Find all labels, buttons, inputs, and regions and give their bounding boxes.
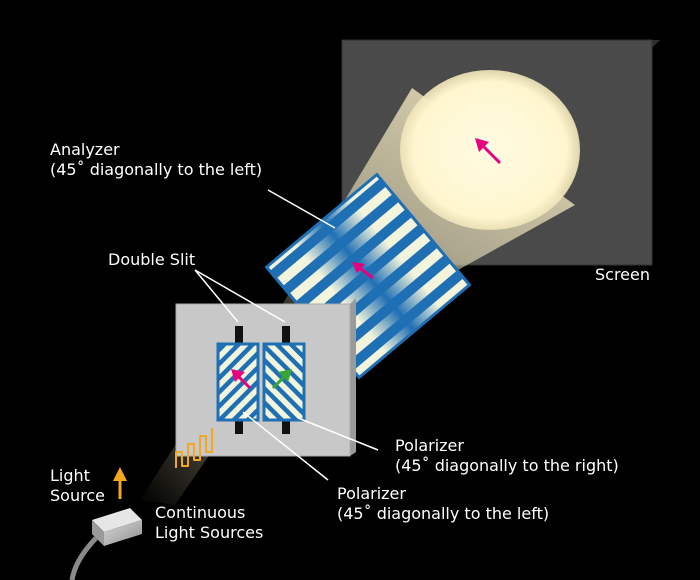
analyzer-arrowhead bbox=[352, 262, 365, 273]
analyzer-leader-line bbox=[267, 189, 336, 229]
up-arrowhead bbox=[113, 467, 127, 481]
light-source-label-line2: Source bbox=[50, 486, 105, 505]
continuous-sources-label: Continuous Light Sources bbox=[155, 503, 263, 543]
screen-arrowhead bbox=[475, 138, 489, 152]
polarizer-right-leader-line bbox=[297, 417, 379, 451]
double-slit-leader-left bbox=[194, 269, 239, 323]
polarizer-left-leader-line bbox=[242, 411, 329, 481]
polarizer-right-label-line1: Polarizer bbox=[395, 436, 464, 455]
polarizer-left-arrowhead bbox=[231, 369, 245, 382]
screen-label: Screen bbox=[595, 265, 651, 284]
polarizer-left-filter bbox=[216, 342, 260, 422]
wave-icon bbox=[175, 428, 213, 468]
analyzer-label-line1: Analyzer bbox=[50, 140, 120, 159]
analyzer-label: Analyzer (45˚ diagonally to the left) bbox=[50, 140, 262, 180]
polarizer-left-label-line2: (45˚ diagonally to the left) bbox=[337, 504, 550, 523]
light-source-device-icon bbox=[69, 508, 142, 580]
light-source-label: Light Source bbox=[50, 466, 105, 506]
polarizer-right-filter bbox=[262, 342, 306, 422]
polarizer-right-arrowhead bbox=[278, 369, 292, 382]
polarizer-right-label: Polarizer (45˚ diagonally to the right) bbox=[395, 436, 619, 476]
screen-light-spot bbox=[400, 70, 580, 230]
polarizer-right-label-line2: (45˚ diagonally to the right) bbox=[395, 456, 619, 475]
light-source-label-line1: Light bbox=[50, 466, 90, 485]
continuous-sources-label-line2: Light Sources bbox=[155, 523, 264, 542]
polarizer-left-label-line1: Polarizer bbox=[337, 484, 406, 503]
analyzer-label-line2: (45˚ diagonally to the left) bbox=[50, 160, 263, 179]
double-slit-label: Double Slit bbox=[108, 250, 196, 269]
double-slit-leader-right bbox=[194, 269, 286, 323]
polarizer-left-label: Polarizer (45˚ diagonally to the left) bbox=[337, 484, 549, 524]
continuous-sources-label-line1: Continuous bbox=[155, 503, 246, 522]
